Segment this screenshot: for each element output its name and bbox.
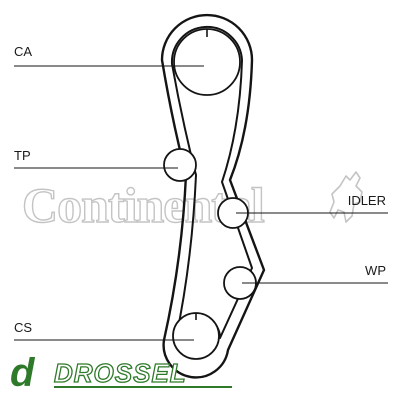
camshaft-pulley xyxy=(173,28,241,96)
label-wp: WP xyxy=(365,263,386,278)
pulleys xyxy=(163,28,257,360)
label-tp: TP xyxy=(14,148,31,163)
drossel-logo-text: DROSSEL xyxy=(54,358,187,388)
label-cs: CS xyxy=(14,320,32,335)
label-idler: IDLER xyxy=(348,193,386,208)
drossel-logo-mark: d xyxy=(10,351,36,395)
horse-rampant-icon xyxy=(329,171,363,223)
tensioner-pulley xyxy=(163,148,197,182)
drossel-logo: d DROSSEL xyxy=(10,351,232,395)
leader-lines xyxy=(14,65,388,341)
label-ca: CA xyxy=(14,44,32,59)
labels: CA TP IDLER WP CS xyxy=(14,44,386,335)
belt-outer-edge xyxy=(160,13,266,379)
